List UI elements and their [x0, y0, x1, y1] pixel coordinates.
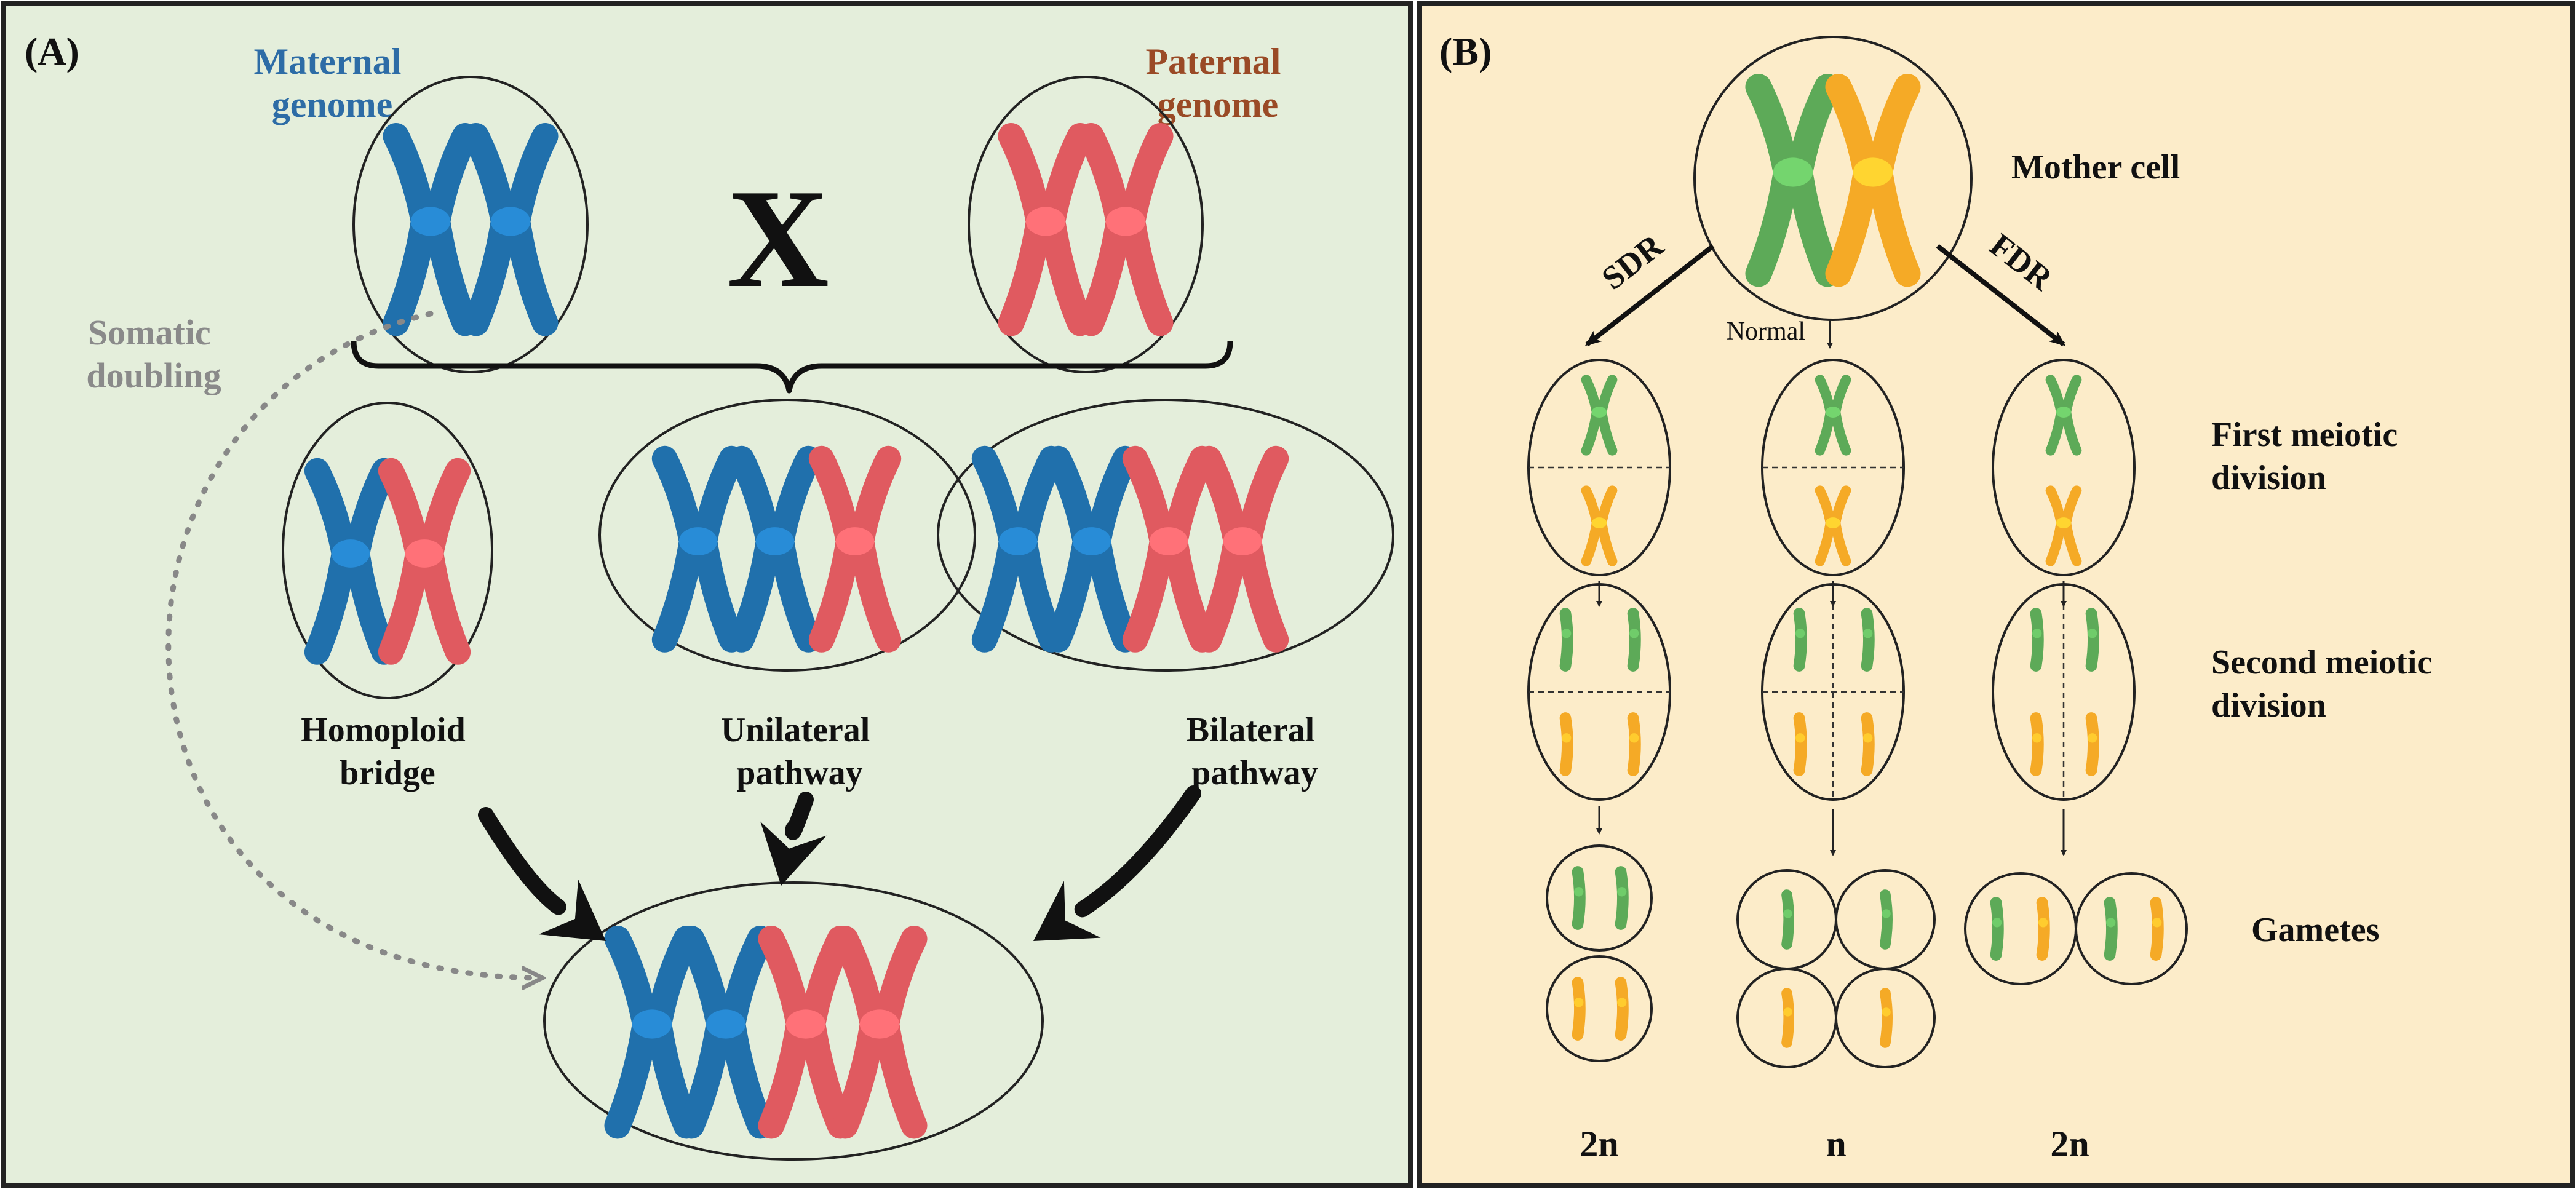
maternal-chromosome [1045, 445, 1139, 653]
orange-chromosome [2045, 485, 2082, 566]
paternal-chromosome [832, 925, 928, 1139]
green-chromatid [1880, 889, 1893, 950]
maternal-chromosome [463, 122, 559, 336]
homoploid-cell [282, 402, 493, 699]
paternal-chromosome [1078, 122, 1174, 336]
orange-chromosome [1815, 485, 1851, 566]
cross-brace [351, 341, 1233, 394]
panel-b-background [1417, 1, 2575, 1188]
green-chromosome [2045, 375, 2082, 456]
green-chromatid [2030, 608, 2044, 672]
orange-chromosome [1581, 485, 1618, 566]
maternal-chromosome [971, 445, 1065, 653]
somatic-doubling-label: Somatic doubling [86, 312, 221, 395]
maternal-genome-label: Maternal genome [254, 41, 411, 125]
maternal-chromosome [651, 445, 745, 653]
green-chromosome [1745, 73, 1841, 287]
fdr-gametes [1964, 872, 2188, 985]
orange-chromatid [2030, 712, 2044, 776]
sdr-arrow [1584, 244, 1715, 347]
orange-chromatid [2036, 897, 2050, 961]
unilateral-pathway-label: Unilateral pathway [721, 711, 879, 792]
paternal-chromosome [378, 458, 471, 665]
green-chromosome [1815, 375, 1851, 456]
normal-gametes [1736, 869, 1936, 1068]
somatic-doubling-arrow [165, 311, 541, 978]
normal-label: Normal [1727, 317, 1805, 346]
bilateral-cell [937, 399, 1394, 672]
maternal-chromosome [678, 925, 774, 1139]
maternal-chromosome [728, 445, 822, 653]
mother-cell-label: Mother cell [2011, 148, 2180, 186]
ploidy-sdr: 2n [1580, 1124, 1618, 1164]
cross-symbol: X [727, 160, 829, 317]
gametes-label: Gametes [2251, 911, 2379, 949]
first-division-label: First meiotic division [2211, 416, 2406, 497]
orange-chromatid [2085, 712, 2099, 776]
homoploid-bridge-label: Homoploid bridge [301, 711, 474, 792]
ploidy-fdr: 2n [2050, 1124, 2089, 1164]
orange-chromosome [1825, 73, 1921, 287]
orange-chromatid [1559, 712, 1573, 776]
sdr-gametes [1546, 844, 1653, 1062]
unilateral-cell [598, 399, 976, 672]
maternal-genome-cell [352, 76, 589, 373]
panel-b-label: (B) [1439, 30, 1492, 73]
orange-chromatid [1615, 977, 1629, 1041]
second-division-label: Second meiotic division [2211, 643, 2441, 725]
green-chromatid [1572, 866, 1586, 930]
green-chromatid [1627, 608, 1641, 672]
paternal-genome-cell [968, 76, 1204, 373]
green-chromatid [1781, 889, 1794, 950]
green-chromatid [1861, 608, 1875, 672]
orange-chromatid [1861, 712, 1875, 776]
orange-chromatid [1572, 977, 1586, 1041]
second-division-planes [1529, 584, 2065, 800]
green-chromatid [1615, 866, 1629, 930]
green-chromatid [1793, 608, 1807, 672]
fdr-first-division-cell [1992, 359, 2136, 576]
paternal-chromosome [998, 122, 1094, 336]
fdr-arrow [1936, 244, 2066, 347]
orange-chromatid [1627, 712, 1641, 776]
orange-chromatid [2150, 897, 2164, 961]
paternal-genome-label: Paternal genome [1146, 41, 1290, 125]
maternal-chromosome [383, 122, 479, 336]
orange-chromatid [1793, 712, 1807, 776]
paternal-chromosome [1122, 445, 1215, 653]
orange-chromatid [1880, 988, 1893, 1048]
bilateral-pathway-label: Bilateral pathway [1187, 711, 1323, 792]
paternal-chromosome [1196, 445, 1289, 653]
green-chromosome [1581, 375, 1618, 456]
panel-a-label: (A) [25, 30, 79, 73]
polyploid-cell [543, 881, 1044, 1161]
orange-chromatid [1781, 988, 1794, 1048]
green-chromatid [1990, 897, 2004, 961]
green-chromatid [2085, 608, 2099, 672]
division-arrows [1596, 581, 2067, 856]
ploidy-normal: n [1826, 1124, 1846, 1164]
mother-cell [1693, 36, 1973, 321]
pathway-arrows [478, 785, 1201, 941]
paternal-chromosome [808, 445, 902, 653]
maternal-chromosome [304, 458, 397, 665]
green-chromatid [1559, 608, 1573, 672]
green-chromatid [2104, 897, 2118, 961]
